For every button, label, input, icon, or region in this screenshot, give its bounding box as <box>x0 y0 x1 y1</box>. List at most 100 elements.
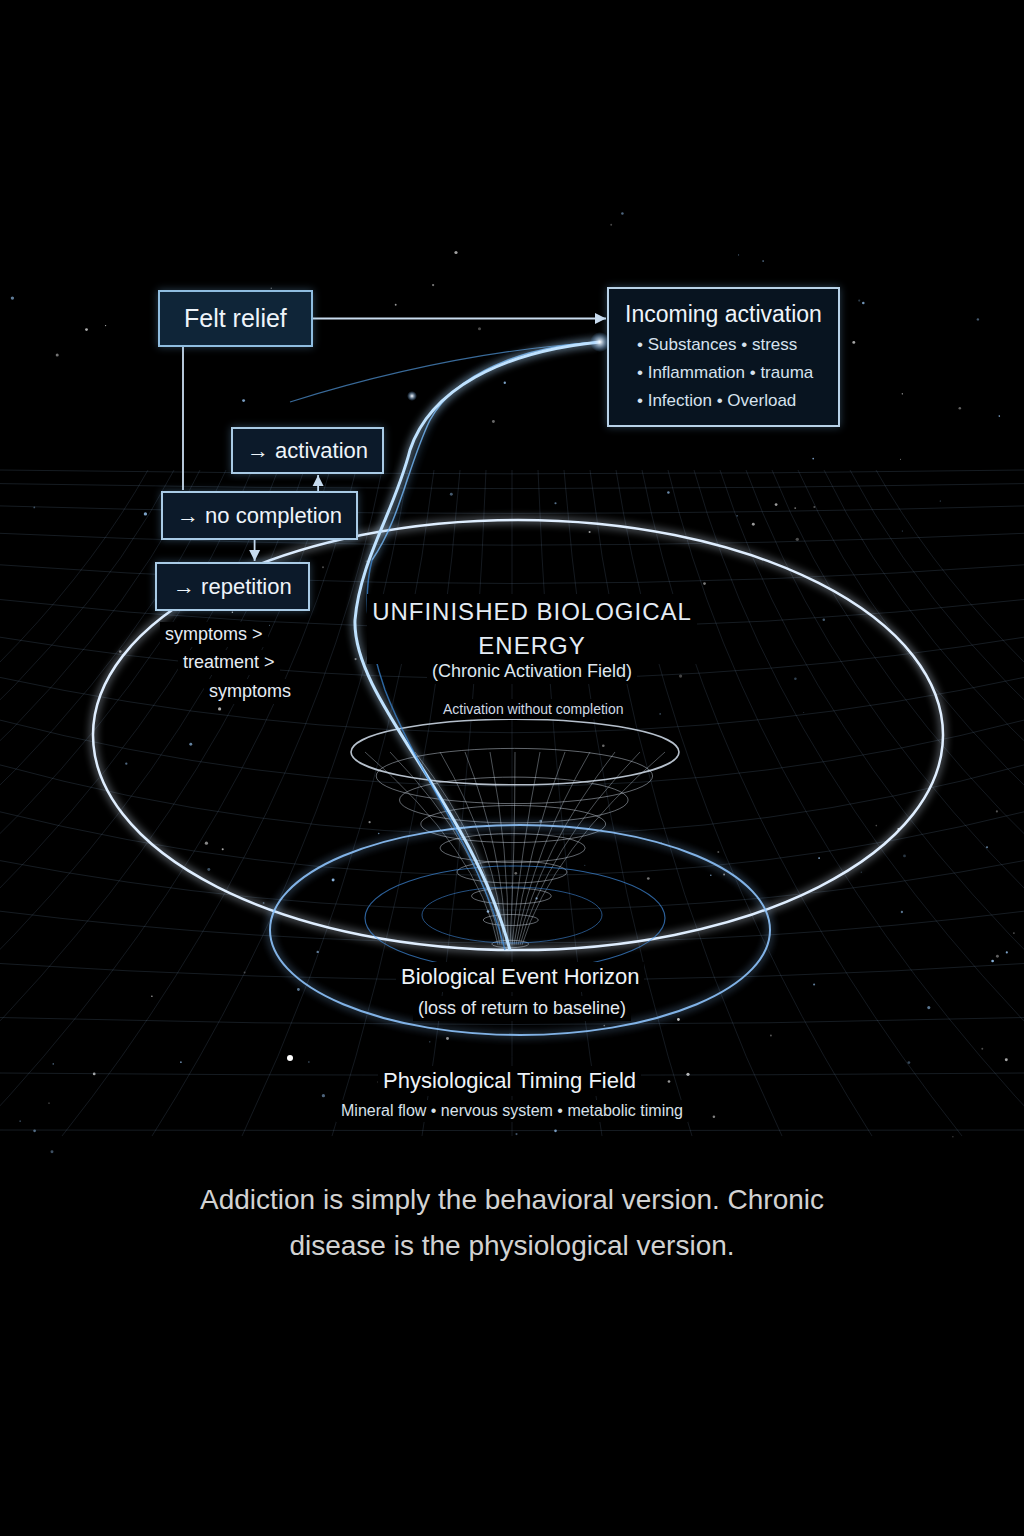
star-dot <box>218 707 221 710</box>
star-dot <box>11 296 14 299</box>
star-dot <box>621 212 624 215</box>
star-dot <box>450 493 453 496</box>
star-dot <box>207 868 210 871</box>
star-dot <box>322 1094 325 1097</box>
box-heading: → no completion <box>177 501 342 530</box>
horizon-spark <box>287 1055 293 1061</box>
star-dot <box>738 254 739 255</box>
bullet-line: • Inflammation • trauma <box>625 359 822 387</box>
star-dot <box>902 393 903 394</box>
star-dot <box>703 582 706 585</box>
grid-column <box>668 470 1024 1136</box>
event-horizon-inner-ring <box>365 866 665 970</box>
star-dot <box>981 1048 983 1050</box>
grid-column <box>642 470 962 1136</box>
caption: Addiction is simply the behavioral versi… <box>167 1176 857 1270</box>
star-dot <box>803 712 804 713</box>
star-dot <box>977 318 979 320</box>
field-label: (Chronic Activation Field) <box>427 659 637 684</box>
star-dot <box>736 515 737 516</box>
grid-column <box>0 470 174 1136</box>
star-dot <box>554 502 556 504</box>
star-dot <box>1006 951 1008 953</box>
star-dot <box>959 407 962 410</box>
box-heading: Incoming activation <box>625 297 822 331</box>
star-dot <box>144 512 147 515</box>
funnel-line <box>522 752 665 945</box>
star-dot <box>679 675 682 678</box>
connector-line <box>182 347 184 490</box>
star-dot <box>794 677 797 680</box>
field-label: Mineral flow • nervous system • metaboli… <box>336 1100 688 1122</box>
star-dot <box>584 865 585 866</box>
grid-column <box>798 470 1024 1136</box>
star-dot <box>355 658 357 660</box>
star-dot <box>492 420 495 423</box>
star-dot <box>125 763 127 765</box>
star-dot <box>818 857 820 859</box>
bullet-line: • Infection • Overload <box>625 387 822 415</box>
star-dot <box>660 713 661 714</box>
star-dot <box>723 874 725 876</box>
star-dot <box>710 875 711 876</box>
flow-connector <box>313 313 606 324</box>
star-dot <box>369 821 371 823</box>
star-dot <box>332 879 335 882</box>
star-dot <box>902 530 903 531</box>
star-dot <box>446 1037 449 1040</box>
star-dot <box>900 459 901 460</box>
star-field <box>11 212 1015 1153</box>
star-dot <box>297 988 300 991</box>
star-dot <box>668 1080 671 1083</box>
star-dot <box>603 1025 605 1027</box>
grid-column <box>0 470 148 1136</box>
grid-column <box>62 470 382 1136</box>
cycle-note: symptoms <box>204 679 296 704</box>
funnel-line <box>514 752 565 945</box>
star-dot <box>151 996 152 997</box>
star-dot <box>996 955 999 958</box>
star-dot <box>51 1150 54 1153</box>
grid-column <box>0 470 330 1136</box>
cycle-note: treatment > <box>178 650 280 675</box>
star-dot <box>263 902 265 904</box>
field-label: (loss of return to baseline) <box>413 996 631 1021</box>
grid-column <box>512 470 513 1136</box>
star-dot <box>504 382 506 384</box>
star-dot <box>454 251 457 254</box>
star-dot <box>812 458 814 460</box>
star-dot <box>1013 932 1015 934</box>
star-dot <box>752 523 755 526</box>
star-dot <box>119 650 122 653</box>
star-dot <box>713 1116 716 1119</box>
star-dot <box>105 325 106 326</box>
arrow-head <box>595 313 606 324</box>
funnel-line <box>390 752 500 945</box>
grid-column <box>772 470 1024 1136</box>
star-dot <box>602 745 605 748</box>
flow-connector <box>249 540 260 561</box>
star-dot <box>53 1063 54 1064</box>
activation-stream-second <box>372 342 600 560</box>
process-box: → no completion <box>161 491 358 540</box>
star-dot <box>852 341 855 344</box>
star-dot <box>794 507 796 509</box>
star-dot <box>432 284 434 286</box>
event-horizon-core <box>422 887 602 943</box>
star-dot <box>903 854 906 857</box>
star-dot <box>862 302 865 305</box>
process-box: → repetition <box>155 562 310 611</box>
star-dot <box>322 566 324 568</box>
box-heading: Felt relief <box>184 302 287 335</box>
title-rule-bottom <box>420 691 640 693</box>
cycle-note: symptoms > <box>160 622 268 647</box>
star-dot <box>823 618 826 621</box>
arrow-head <box>249 550 260 561</box>
field-label: UNFINISHED BIOLOGICAL ENERGY <box>367 594 697 664</box>
star-dot <box>986 846 988 848</box>
star-dot <box>395 304 397 306</box>
process-box: Felt relief <box>158 290 313 347</box>
field-label: Physiological Timing Field <box>378 1066 641 1096</box>
funnel-line <box>520 752 640 945</box>
